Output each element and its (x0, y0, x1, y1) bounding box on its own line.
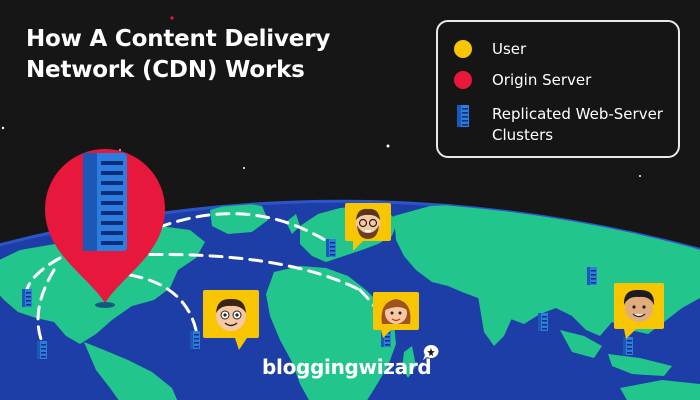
user-avatar-woman (373, 292, 419, 338)
legend-label-server-clusters: Replicated Web-Server Clusters (492, 105, 663, 144)
server-cluster-icon (22, 289, 32, 307)
continent-south-america (84, 342, 178, 400)
title-line-2: Network (CDN) Works (26, 57, 305, 83)
legend: User Origin Server Replicated Web-Server… (436, 20, 680, 158)
connection-line (23, 256, 62, 307)
continent-japan (676, 268, 694, 300)
star-icon (639, 175, 641, 177)
user-avatar-bearded-man (345, 203, 391, 251)
logo-speech-bubble-icon (423, 345, 439, 360)
origin-server-pin (45, 149, 165, 308)
user-avatar-curly-man (614, 283, 664, 339)
server-cluster-icon (37, 341, 47, 359)
continent-india (478, 296, 512, 346)
star-icon (119, 149, 121, 151)
legend-item-server-clusters: Replicated Web-Server Clusters (454, 104, 672, 146)
connection-line (36, 268, 56, 344)
star-icon (386, 144, 390, 148)
server-cluster-icon (190, 331, 200, 349)
server-cluster-icon (538, 313, 548, 331)
connection-line (138, 212, 327, 242)
server-cluster-icon (326, 239, 336, 257)
star-icon (1, 126, 5, 130)
continent-uk (286, 214, 300, 234)
legend-item-user: User (454, 39, 672, 60)
legend-label-origin-server: Origin Server (492, 71, 592, 89)
continent-africa (266, 266, 396, 400)
continent-southeast-asia (560, 330, 602, 358)
user-dot-icon (454, 40, 472, 58)
server-cluster-icon (587, 267, 597, 285)
page-title: How A Content Delivery Network (CDN) Wor… (26, 24, 330, 86)
continent-australia (620, 380, 700, 400)
server-cluster-icon (623, 337, 633, 355)
connection-line (128, 273, 198, 332)
origin-server-dot-icon (454, 71, 472, 89)
server-cluster-icon (454, 105, 472, 127)
connection-line (128, 252, 362, 292)
legend-label-user: User (492, 40, 527, 58)
legend-item-origin-server: Origin Server (454, 70, 672, 91)
bloggingwizard-logo: bloggingwizard (262, 355, 432, 379)
star-icon (243, 167, 245, 169)
continent-indonesia (608, 354, 672, 376)
continent-greenland (210, 202, 268, 234)
user-avatar-young-man (203, 290, 259, 350)
title-line-1: How A Content Delivery (26, 26, 331, 52)
star-icon (170, 16, 174, 20)
server-rack-icon (83, 153, 127, 251)
continent-madagascar (402, 346, 416, 378)
